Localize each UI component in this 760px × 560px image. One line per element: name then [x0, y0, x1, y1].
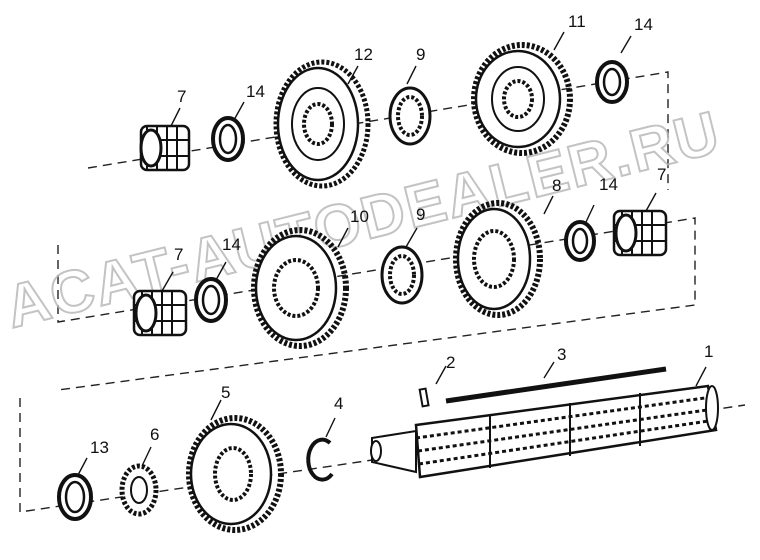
synchro-ring-part-9-middle: [380, 245, 424, 305]
gear-part-11: [471, 42, 573, 156]
seal-ring-part-14-top: [211, 116, 245, 162]
gear-part-6: [119, 463, 159, 517]
pin-part-2: [418, 387, 430, 408]
callout-8: 8: [552, 176, 561, 195]
callout-14-middle-right: 14: [599, 175, 618, 194]
callout-14-top-left: 14: [246, 82, 265, 101]
callout-9-top: 9: [416, 45, 425, 64]
callout-labels: 11 14 12 9 14 7 8 14 7 9 10 14 7 1 3 2 4…: [90, 12, 713, 457]
bearing-part-7-middle-right: [612, 209, 668, 257]
callout-10: 10: [350, 207, 369, 226]
callout-7-top: 7: [177, 87, 186, 106]
callout-5: 5: [221, 383, 230, 402]
callout-1: 1: [704, 342, 713, 361]
mainshaft-part-1: [370, 384, 719, 479]
gear-part-5: [186, 415, 284, 533]
bearing-part-7-top: [139, 124, 191, 172]
callout-11: 11: [568, 12, 586, 31]
callout-7-middle-right: 7: [657, 165, 666, 184]
gear-part-8: [453, 200, 543, 318]
callout-7-middle-left: 7: [174, 245, 183, 264]
seal-ring-part-14-middle-right: [564, 220, 596, 262]
callout-14-middle-left: 14: [222, 235, 241, 254]
callout-2: 2: [446, 353, 455, 372]
seal-ring-part-14-middle-left: [194, 277, 228, 323]
callout-6: 6: [150, 425, 159, 444]
callout-13: 13: [90, 438, 109, 457]
bearing-part-7-middle-left: [132, 289, 188, 337]
callout-14-top-right: 14: [634, 15, 653, 34]
gear-part-10: [251, 227, 349, 349]
seal-ring-part-14-top-right: [595, 60, 629, 104]
callout-12: 12: [354, 45, 373, 64]
synchro-ring-part-9-top: [388, 86, 432, 146]
snap-ring-part-4: [306, 437, 334, 482]
gear-part-12: [273, 59, 371, 189]
seal-ring-part-13: [57, 473, 93, 521]
callout-3: 3: [557, 345, 566, 364]
key-strip-part-3: [445, 366, 667, 404]
callout-4: 4: [334, 394, 343, 413]
leader-lines: [77, 31, 707, 476]
callout-9-middle: 9: [416, 205, 425, 224]
